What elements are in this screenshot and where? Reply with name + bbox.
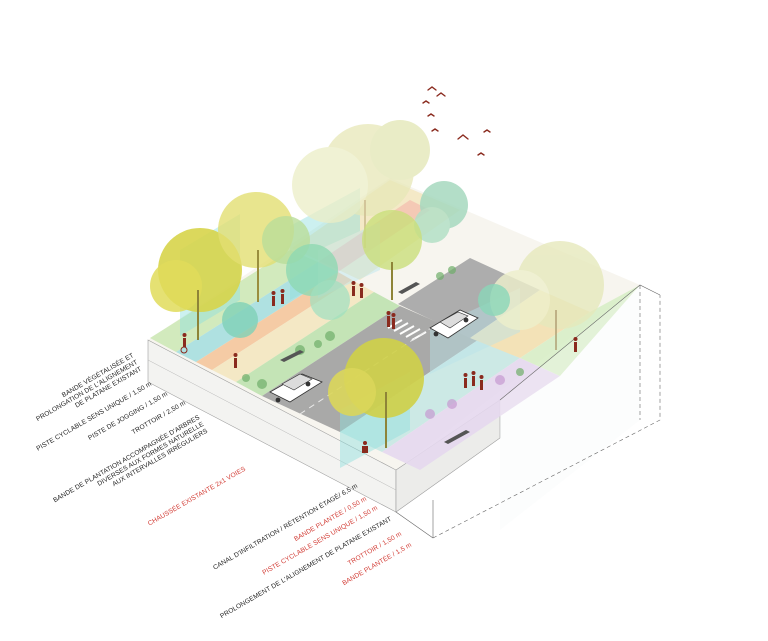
benches [280,282,470,444]
label-left-5-line-2: DIVERSES AUX FORMES NATURELLE [96,421,205,488]
strip-green-band [150,250,318,352]
cyclist [180,333,188,354]
tree-front-yellow [328,338,424,448]
tree-left-front [150,228,242,340]
person-single-2 [573,337,578,352]
translucent-box-outline [395,284,661,539]
label-left-6: CHAUSSÉE EXISTANTE 2x1 VOIES [146,464,248,528]
person-group-2 [351,281,364,298]
label-left-6-line-1: CHAUSSÉE EXISTANTE 2x1 VOIES [146,464,248,528]
tree-center-yellow [362,210,422,300]
label-left-1-line-2: PROLONGATION DE L'ALIGNEMENT [35,359,139,423]
strip-right-sidewalk [520,285,640,376]
car-front [269,373,323,403]
person-group-1 [271,289,285,306]
strip-right-planting [382,358,560,470]
slab-edge-line [147,359,397,491]
person-group-4 [463,371,484,390]
tree-back-green [414,181,468,243]
shrubs [242,266,524,419]
trees [150,120,604,448]
people [180,281,578,453]
road-center-line [299,321,441,415]
translucent-box-right [500,285,640,530]
person-sitting [362,441,368,453]
person-single-1 [233,353,238,368]
label-bottom-3: PISTE CYCLABLE SENS UNIQUE / 1,50 m [261,504,379,576]
birds [422,86,491,156]
label-bottom-3-line-1: PISTE CYCLABLE SENS UNIQUE / 1,50 m [261,504,379,576]
tree-small-green [222,284,510,338]
tree-back-large [292,120,430,248]
tree-center-green [286,244,350,320]
car-back [429,309,479,339]
tree-right-pale [490,241,604,350]
person-group-3 [386,311,396,329]
